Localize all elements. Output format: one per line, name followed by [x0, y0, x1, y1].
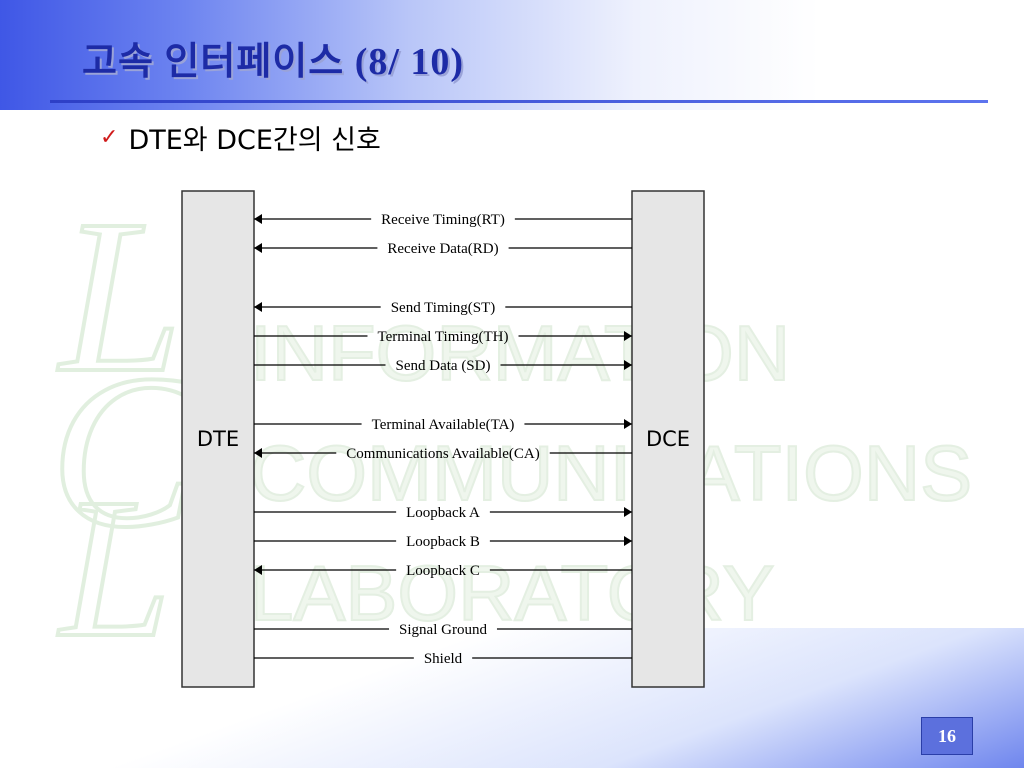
- arrowhead-icon: [624, 536, 632, 546]
- signal-line: Shield: [254, 651, 632, 667]
- header-gradient-background: [0, 0, 1024, 110]
- page-number-badge: 16: [921, 717, 973, 755]
- footer-gradient-background: [0, 628, 1024, 768]
- svg-text:L: L: [57, 458, 171, 660]
- signal-label: Terminal Timing(TH): [377, 329, 508, 345]
- signal-line: Terminal Available(TA): [254, 417, 632, 433]
- svg-text:L: L: [57, 180, 182, 418]
- signal-label: Loopback A: [406, 505, 480, 521]
- signal-label: Loopback C: [406, 563, 480, 579]
- signal-line: Loopback B: [254, 534, 632, 550]
- arrowhead-icon: [254, 214, 262, 224]
- signal-label: Communications Available(CA): [346, 446, 539, 462]
- arrowhead-icon: [624, 331, 632, 341]
- bullet-item: ✓ DTE와 DCE간의 신호: [100, 118, 381, 157]
- arrowhead-icon: [624, 419, 632, 429]
- arrowhead-icon: [624, 360, 632, 370]
- signal-line: Loopback A: [254, 505, 632, 521]
- check-icon: ✓: [100, 125, 119, 150]
- watermark-text: COMMUNICATIONS: [250, 429, 972, 517]
- dte-label: DTE: [197, 427, 239, 451]
- signal-label: Receive Timing(RT): [381, 212, 505, 228]
- signal-label: Receive Data(RD): [387, 241, 498, 257]
- page-number: 16: [938, 725, 956, 746]
- signal-line: Send Timing(ST): [254, 300, 632, 316]
- signal-label: Send Timing(ST): [391, 300, 496, 316]
- signal-line: Receive Timing(RT): [254, 212, 632, 228]
- signal-line: Receive Data(RD): [254, 241, 632, 257]
- signal-label: Terminal Available(TA): [372, 417, 515, 433]
- signal-line: Loopback C: [254, 563, 632, 579]
- svg-text:C: C: [50, 329, 199, 573]
- arrowhead-icon: [254, 448, 262, 458]
- title-underline: [50, 100, 988, 103]
- dce-label: DCE: [646, 427, 690, 451]
- signal-label: Shield: [424, 651, 463, 667]
- arrowhead-icon: [254, 302, 262, 312]
- signal-label: Signal Ground: [399, 622, 487, 638]
- bullet-text: DTE와 DCE간의 신호: [128, 125, 381, 156]
- dce-box: [631, 190, 705, 688]
- arrowhead-icon: [624, 507, 632, 517]
- signal-line: Signal Ground: [254, 622, 632, 638]
- signal-label: Loopback B: [406, 534, 480, 550]
- dte-box: [181, 190, 255, 688]
- arrowhead-icon: [254, 243, 262, 253]
- slide-title: 고속 인터페이스 (8/ 10): [82, 41, 465, 83]
- arrowhead-icon: [254, 565, 262, 575]
- signal-label: Send Data (SD): [396, 358, 491, 374]
- signal-line: Send Data (SD): [254, 358, 632, 374]
- signal-line: Terminal Timing(TH): [254, 329, 632, 345]
- signal-line: Communications Available(CA): [254, 446, 632, 462]
